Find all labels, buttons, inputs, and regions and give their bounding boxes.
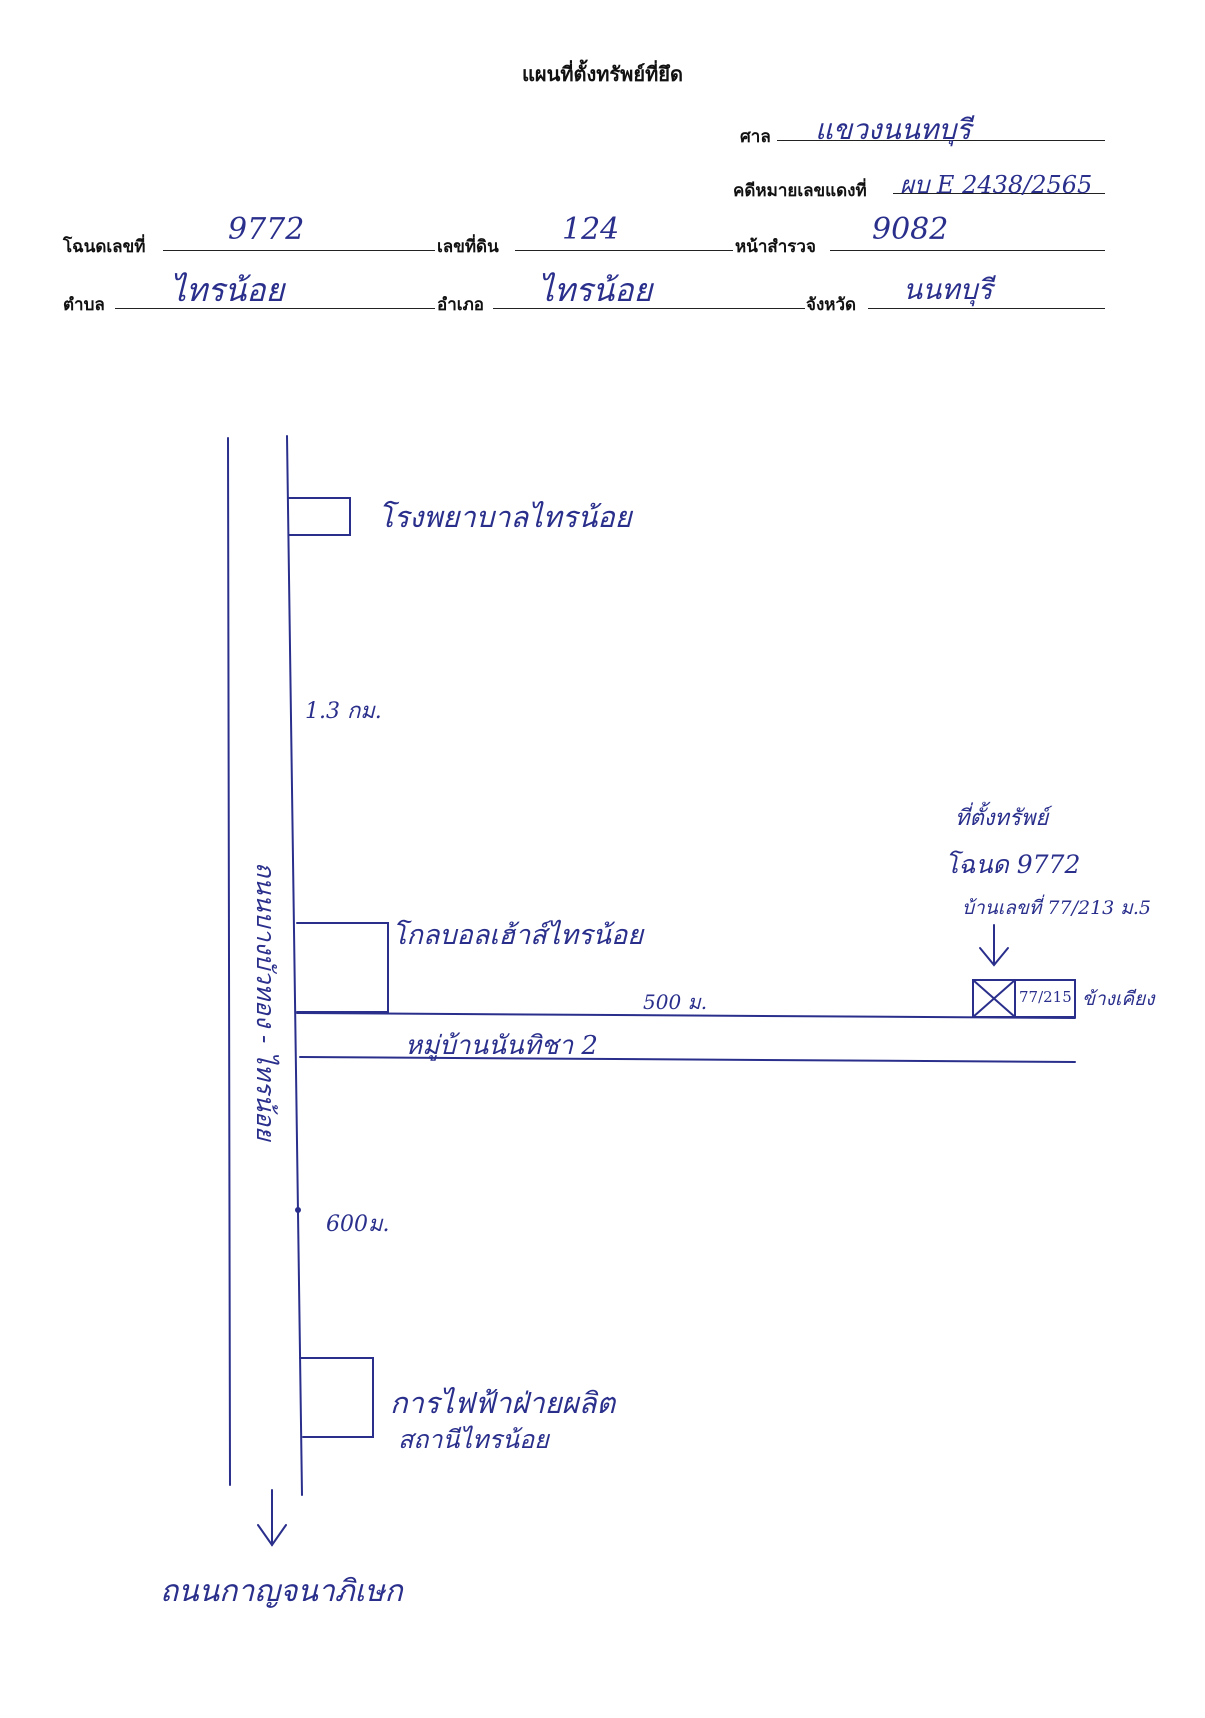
deed-line [163,250,435,251]
district-line [493,308,805,309]
village-road-top-edge [296,1012,1076,1019]
survey-value: 9082 [872,212,949,247]
village-road-label: หมู่บ้านนันทิชา 2 [405,1031,598,1061]
court-line [777,140,1105,141]
survey-label: หน้าสำรวจ [735,237,816,257]
village-road-bottom-edge [299,1056,1076,1063]
distance-500m: 500 ม. [643,990,708,1014]
province-value: นนทบุรี [903,273,993,306]
main-road-left-edge [227,437,231,1486]
province-line [868,308,1105,309]
land-label: เลขที่ดิน [437,237,499,257]
province-label: จังหวัด [806,295,857,315]
egat-label-1: การไฟฟ้าฝ่ายผลิต [390,1386,616,1420]
court-label: ศาล [740,127,771,147]
egat-label-2: สถานีไทรน้อย [398,1425,549,1454]
hospital-building [288,497,351,536]
house-box [1014,979,1076,1018]
subdistrict-value: ไทรน้อย [170,271,285,309]
property-note-2: โฉนด 9772 [945,850,1081,879]
main-road-right-edge [286,435,303,1496]
case-label: คดีหมายเลขแดงที่ [733,181,867,201]
page-title: แผนที่ตั้งทรัพย์ที่ยึด [522,62,683,86]
global-house-building [296,922,389,1013]
deed-value: 9772 [228,212,305,247]
global-house-label: โกลบอลเฮ้าส์ไทรน้อย [392,920,644,951]
court-value: แขวงนนทบุรี [815,113,972,146]
property-note-3: บ้านเลขที่ 77/213 ม.5 [962,897,1151,919]
bottom-road-label: ถนนกาญจนาภิเษก [160,1574,403,1609]
house-box-number: 77/215 [1019,988,1072,1006]
egat-building [299,1357,374,1438]
survey-line [830,250,1105,251]
case-value: ผบ E 2438/2565 [900,171,1093,199]
district-label: อำเภอ [437,295,484,315]
deed-label: โฉนดเลขที่ [63,237,146,257]
land-value: 124 [562,212,620,247]
distance-1-3km: 1.3 กม. [305,699,382,724]
main-road-label: ถนนบางบัวทอง - ไทรน้อย [251,862,280,1141]
case-line [893,193,1105,194]
property-note-1: ที่ตั้งทรัพย์ [955,806,1049,831]
neighbor-label: ข้างเคียง [1082,988,1155,1010]
district-value: ไทรน้อย [538,271,653,309]
subdistrict-label: ตำบล [63,295,105,315]
subdistrict-line [115,308,435,309]
distance-600m: 600ม. [326,1212,390,1237]
hospital-label: โรงพยาบาลไทรน้อย [378,500,632,534]
land-line [515,250,733,251]
